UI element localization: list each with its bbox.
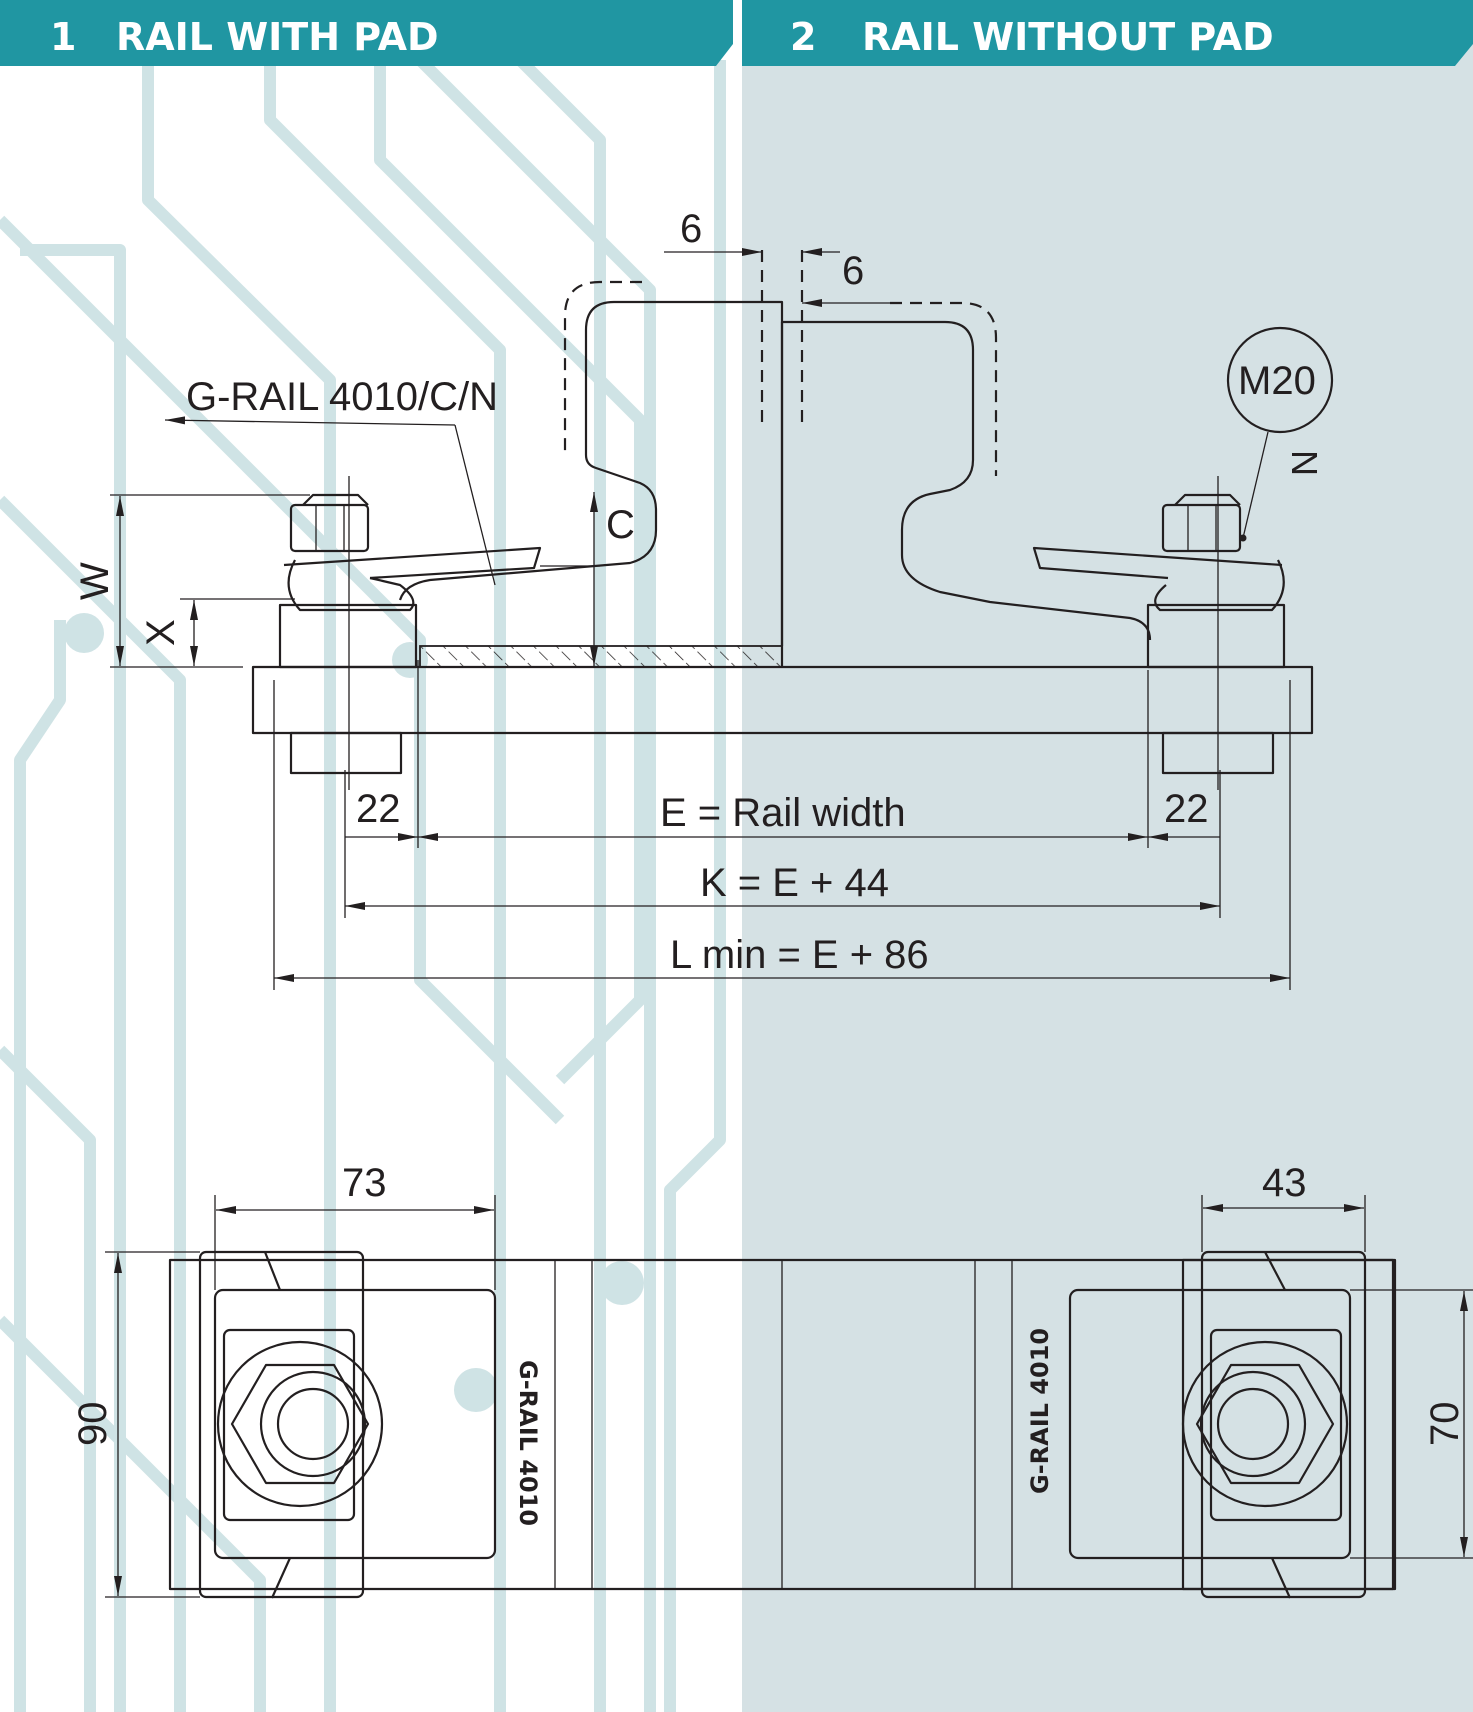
clamp-left (278, 476, 542, 790)
dim-l: L min = E + 86 (670, 933, 929, 977)
label-w: W (73, 562, 117, 600)
clamp-right-top: G-RAIL 4010 (1026, 1250, 1367, 1599)
right-panel-background (742, 0, 1473, 1712)
label-x: X (139, 619, 183, 646)
rail-worn-right (890, 301, 998, 476)
dim-left-height: 90 (71, 1402, 115, 1447)
dim-k: K = E + 44 (700, 861, 889, 905)
rail-worn-left (563, 280, 642, 458)
header-right: 2 RAIL WITHOUT PAD (742, 0, 1473, 66)
bolt-callout-label: M20 (1238, 359, 1316, 403)
header-left-number: 1 (50, 15, 76, 59)
dim-top-right: 6 (842, 249, 864, 293)
header-right-number: 2 (790, 15, 816, 59)
dim-right-22: 22 (1164, 787, 1209, 831)
right-marking: G-RAIL 4010 (1026, 1328, 1054, 1494)
dim-right-width: 43 (1262, 1161, 1307, 1205)
dim-e: E = Rail width (660, 791, 906, 835)
part-callout: G-RAIL 4010/C/N (186, 375, 498, 419)
bolt-callout-circle (1226, 326, 1334, 434)
header-left-title: RAIL WITH PAD (116, 15, 439, 59)
dim-right-height: 70 (1423, 1402, 1467, 1447)
side-view: G-RAIL 4010/C/N M20 N 6 6 W X C (73, 207, 1334, 990)
header-left: 1 RAIL WITH PAD (0, 0, 733, 66)
header-right-title: RAIL WITHOUT PAD (862, 15, 1274, 59)
clamp-left-top: G-RAIL 4010 (198, 1250, 542, 1599)
label-c: C (606, 503, 635, 547)
dim-left-width: 73 (342, 1161, 387, 1205)
left-marking: G-RAIL 4010 (514, 1360, 542, 1526)
clamp-right (1032, 476, 1286, 790)
dim-top-left: 6 (680, 207, 702, 251)
circuit-decoration (0, 55, 726, 1712)
rail-right-half (780, 320, 1152, 667)
nut-marking: N (1284, 450, 1325, 476)
top-view: G-RAIL 4010 G-RAIL 4010 73 43 90 (71, 1161, 1473, 1599)
rail-left-half (398, 300, 784, 646)
dim-left-22: 22 (356, 787, 401, 831)
rail-pad (419, 645, 783, 668)
